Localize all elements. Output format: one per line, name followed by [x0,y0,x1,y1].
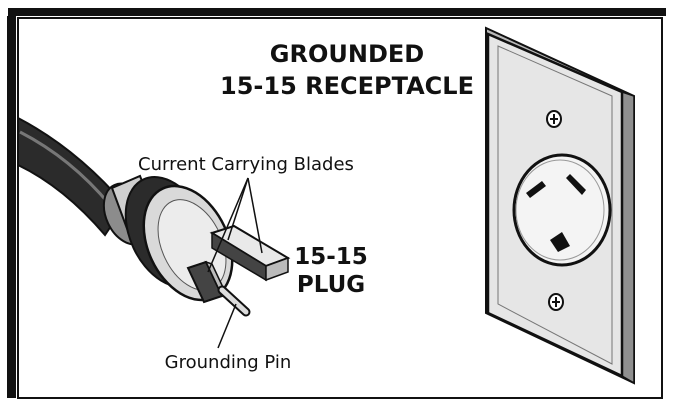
plug-label-line1: 15-15 [294,244,368,270]
diagram-title-line2: 15-15 RECEPTACLE [220,72,474,100]
receptacle-ground-hole [550,232,570,252]
blades-leader-lines [207,177,263,273]
receptacle-slot-left [526,181,546,198]
grounding-pin-label: Grounding Pin [165,352,292,373]
screw-bottom-icon [548,293,564,311]
screw-top-icon [546,110,562,128]
receptacle-outlet [512,153,612,267]
receptacle-slot-right [566,174,586,195]
blades-label: Current Carrying Blades [138,154,354,175]
grounding-pin [217,285,251,317]
pin-leader-line [217,303,237,349]
frame-border [17,17,663,399]
plug-label-line2: PLUG [297,272,365,298]
diagram-title-line1: GROUNDED [270,40,424,68]
current-carrying-blade-upper [209,224,291,282]
